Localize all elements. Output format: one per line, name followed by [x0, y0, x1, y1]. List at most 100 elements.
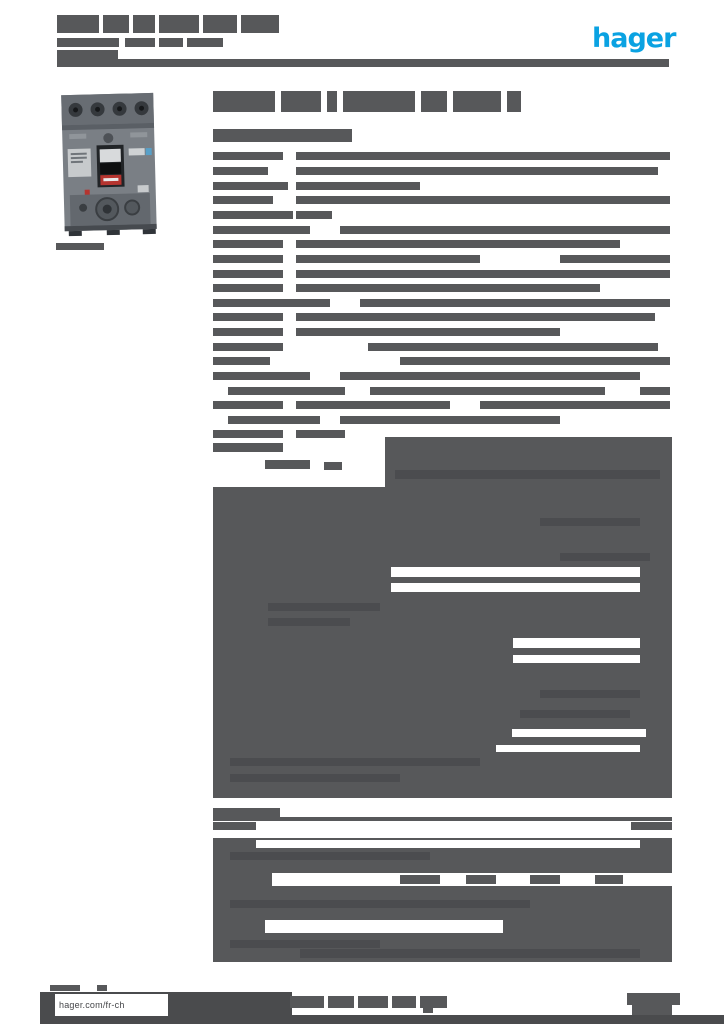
- footer-block: [392, 996, 416, 1008]
- website-link-label[interactable]: hager.com/fr-ch: [59, 1000, 125, 1010]
- spec-list-block: [296, 284, 600, 292]
- website-link-box[interactable]: hager.com/fr-ch: [55, 994, 168, 1016]
- spec-list-block: [370, 387, 605, 395]
- content-title-block: [327, 91, 337, 112]
- spec-list-block: [213, 299, 330, 307]
- footer-block: [632, 1005, 672, 1015]
- spec-list-block: [213, 357, 270, 365]
- spec-list-block: [213, 328, 283, 336]
- spec-list-block: [480, 401, 670, 409]
- header-text-block: [57, 38, 119, 47]
- hager-logo: hager: [592, 23, 676, 54]
- spec-list-2-block: [213, 817, 672, 821]
- spec-list-block: [296, 211, 332, 219]
- footer-block: [40, 1015, 724, 1024]
- circuit-breaker-photo: [61, 92, 157, 237]
- spec-list-block: [228, 387, 345, 395]
- table-1-block: [213, 443, 283, 452]
- table-1-block: [560, 553, 650, 561]
- spec-list-block: [213, 167, 268, 175]
- table-1-block: [213, 487, 385, 798]
- spec-list-block: [296, 328, 560, 336]
- spec-list-block: [213, 401, 283, 409]
- table-2-block: [230, 900, 530, 908]
- content-title-block: [213, 91, 275, 112]
- table-1-block: [391, 567, 640, 577]
- spec-list-block: [296, 182, 420, 190]
- spec-list-2-block: [213, 822, 256, 830]
- table-1-block: [324, 462, 342, 470]
- table-2-block: [300, 949, 640, 958]
- spec-list-block: [213, 313, 283, 321]
- header-text-block: [103, 15, 129, 33]
- table-1-block: [513, 655, 640, 663]
- spec-list-block: [296, 401, 450, 409]
- footer-block: [420, 996, 447, 1008]
- table-2-block: [595, 875, 623, 884]
- table-1-block: [385, 437, 672, 798]
- footer-block: [423, 1008, 433, 1013]
- spec-list-block: [213, 240, 283, 248]
- table-1-block: [512, 729, 646, 737]
- breaker-body: [61, 92, 157, 237]
- spec-list-block: [296, 152, 670, 160]
- spec-list-block: [213, 196, 273, 204]
- spec-list-block: [213, 255, 283, 263]
- spec-list-block: [296, 255, 480, 263]
- table-1-block: [540, 690, 640, 698]
- header-text-block: [133, 15, 155, 33]
- content-title-block: [343, 91, 415, 112]
- table-1-block: [265, 460, 310, 469]
- spec-list-block: [640, 387, 670, 395]
- spec-list-block: [213, 182, 288, 190]
- product-caption-block: [56, 243, 104, 250]
- table-1-block: [268, 603, 380, 611]
- spec-list-2-block: [213, 808, 280, 817]
- spec-list-block: [296, 270, 670, 278]
- table-1-block: [620, 470, 660, 479]
- spec-list-block: [213, 211, 293, 219]
- header-text-block: [241, 15, 279, 33]
- toggle-handle: [99, 162, 122, 175]
- table-2-block: [230, 940, 380, 948]
- spec-list-block: [213, 372, 310, 380]
- table-1-block: [395, 470, 625, 479]
- table-2-block: [256, 840, 640, 848]
- footer-block: [50, 985, 80, 991]
- spec-list-block: [296, 313, 655, 321]
- spec-list-block: [296, 167, 658, 175]
- table-1-block: [268, 618, 350, 626]
- spec-list-block: [213, 270, 283, 278]
- spec-list-block: [296, 196, 670, 204]
- h3plus-badge: [128, 148, 145, 156]
- header-text-block: [187, 38, 223, 47]
- spec-list-block: [360, 299, 670, 307]
- content-title-block: [453, 91, 501, 112]
- spec-list-block: [368, 343, 658, 351]
- table-1-block: [520, 710, 630, 718]
- ce-mark: [137, 185, 149, 193]
- spec-list-block: [213, 430, 283, 438]
- product-image: [57, 90, 168, 238]
- table-2-block: [230, 852, 430, 860]
- spec-list-2-block: [631, 822, 672, 830]
- header-text-block: [57, 50, 118, 59]
- spec-list-block: [296, 430, 345, 438]
- spec-list-block: [340, 416, 560, 424]
- spec-list-block: [560, 255, 670, 263]
- spec-list-block: [340, 372, 640, 380]
- content-title-block: [281, 91, 321, 112]
- table-2-block: [466, 875, 496, 884]
- footer-block: [290, 996, 324, 1008]
- content-title-block: [421, 91, 447, 112]
- table-2-block: [530, 875, 560, 884]
- header-text-block: [203, 15, 237, 33]
- content-title-block: [507, 91, 521, 112]
- spec-list-block: [340, 226, 670, 234]
- header-text-block: [159, 15, 199, 33]
- table-1-block: [540, 518, 640, 526]
- spec-list-block: [296, 240, 620, 248]
- spec-list-block: [213, 284, 283, 292]
